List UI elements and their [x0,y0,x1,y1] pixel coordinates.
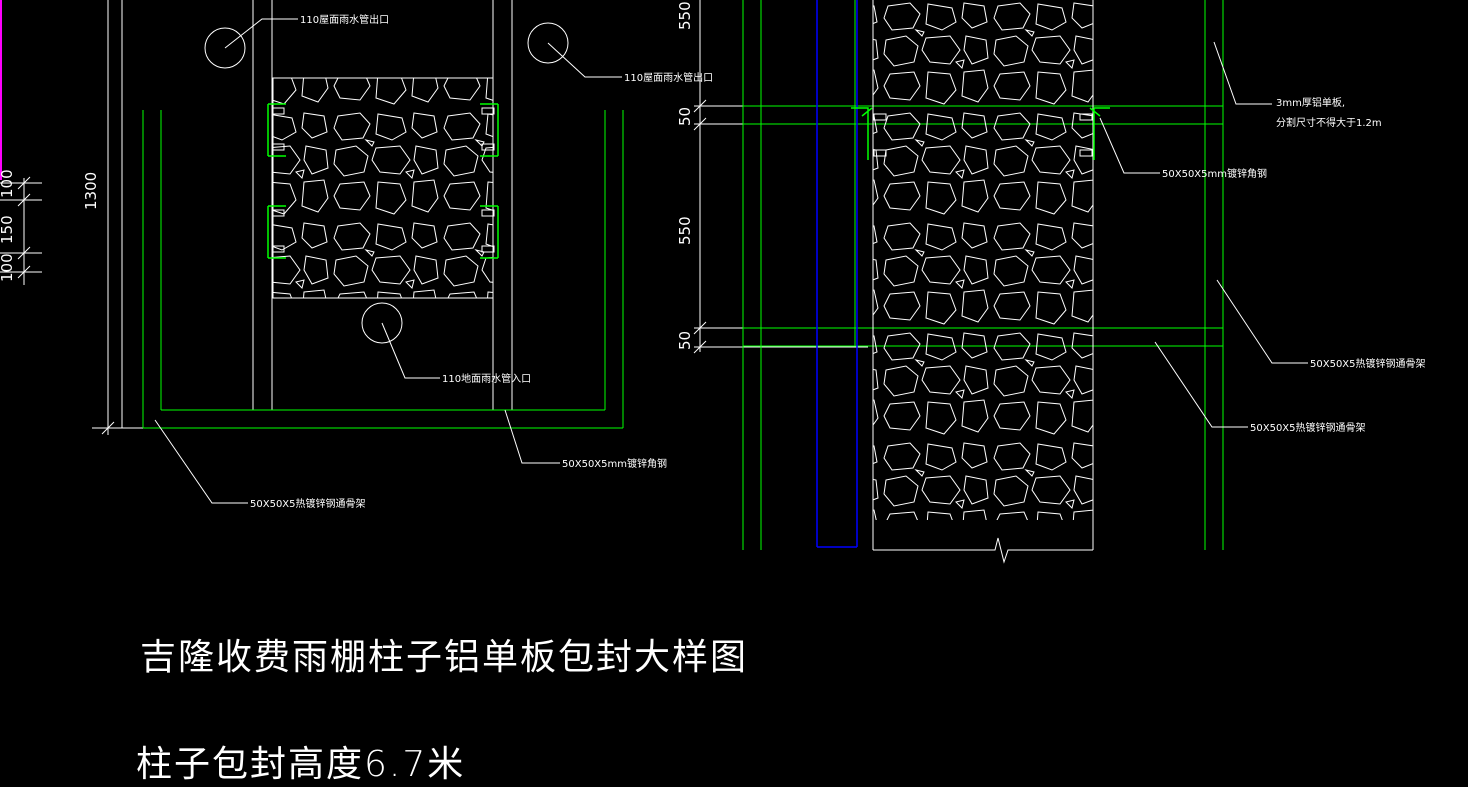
right-dimension-chain [693,0,868,354]
label-angle-steel-left: 50X50X5mm镀锌角钢 [562,457,667,470]
right-leader-lines [1099,41,1308,428]
right-column-edges [872,0,1094,564]
dim-right-550-mid: 550 [676,216,694,245]
label-frame-right-1: 50X50X5热镀锌钢通骨架 [1310,357,1426,370]
label-panel-note: 分割尺寸不得大于1.2m [1276,116,1382,129]
dim-left-150: 150 [0,215,16,244]
vertical-rain-pipe [816,0,858,548]
left-bracket-bolts [271,107,495,253]
dim-1300-label: 1300 [82,172,100,210]
dim-right-50b: 50 [676,331,694,350]
right-angle-brackets [851,107,1110,160]
dim-right-550-top: 550 [676,1,694,30]
left-leader-lines [154,18,622,504]
dim-left-100a: 100 [0,169,16,198]
right-bracket-bolts [873,113,1093,157]
label-frame-right-2: 50X50X5热镀锌钢通骨架 [1250,421,1366,434]
label-panel: 3mm厚铝单板, [1276,96,1345,109]
dim-right-50a: 50 [676,107,694,126]
right-rubble-column [873,0,1093,520]
label-roof-outlet-1: 110屋面雨水管出口 [300,13,389,26]
left-angle-brackets [267,103,499,259]
drawing-title: 吉隆收费雨棚柱子铝单板包封大样图 [140,637,749,678]
dim-left-100b: 100 [0,253,16,282]
left-edge-dimensions [0,176,42,285]
left-rubble-core [272,77,494,299]
label-ground-inlet: 110地面雨水管入口 [442,372,531,385]
label-frame-left: 50X50X5热镀锌钢通骨架 [250,497,366,510]
roof-outlet-pipe-2 [527,22,569,64]
ground-inlet-pipe [361,302,403,344]
label-angle-steel-right: 50X50X5mm镀锌角钢 [1162,167,1267,180]
drawing-subtitle: 柱子包封高度6.7米 [136,744,466,785]
label-roof-outlet-2: 110屋面雨水管出口 [624,71,713,84]
left-steel-frame [142,110,624,429]
roof-outlet-pipe-1 [204,27,246,69]
dimension-1300 [92,0,232,435]
